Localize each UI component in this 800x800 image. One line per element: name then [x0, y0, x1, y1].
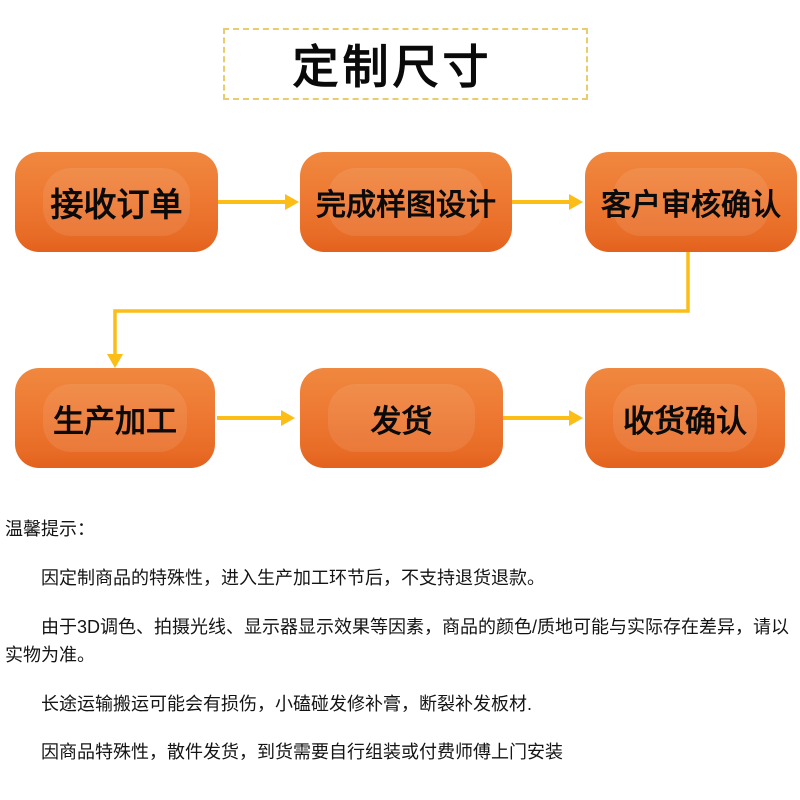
- page-title: 定制尺寸: [292, 41, 493, 93]
- tip-color-difference: 由于3D调色、拍摄光线、显示器显示效果等因素，商品的颜色/质地可能与实际存在差异…: [5, 616, 790, 665]
- elbow-connector-step3-step4: [113, 252, 690, 354]
- flow-step-receipt-confirm: 收货确认: [585, 368, 785, 468]
- tip-self-assembly: 因商品特殊性，散件发货，到货需要自行组装或付费师傅上门安装: [41, 742, 563, 763]
- arrow-head-step5-step6: [569, 410, 583, 426]
- arrow-head-step2-step3: [569, 194, 583, 210]
- arrow-head-step1-step2: [285, 194, 299, 210]
- tip-transport-damage: 长途运输搬运可能会有损伤，小磕碰发修补膏，断裂补发板材.: [41, 693, 532, 714]
- tip-no-returns: 因定制商品的特殊性，进入生产加工环节后，不支持退货退款。: [41, 567, 545, 588]
- arrow-head-step3-step4: [107, 354, 123, 368]
- flow-step-label: 客户审核确认: [601, 189, 781, 222]
- flow-step-label: 发货: [370, 403, 433, 439]
- flow-step-shipping: 发货: [300, 368, 503, 468]
- flow-step-customer-review: 客户审核确认: [585, 152, 797, 252]
- tips-section: 温馨提示： 因定制商品的特殊性，进入生产加工环节后，不支持退货退款。 由于3D调…: [5, 516, 797, 767]
- flow-step-label: 完成样图设计: [316, 189, 496, 222]
- flow-step-label: 收货确认: [623, 403, 747, 439]
- flow-step-production: 生产加工: [15, 368, 215, 468]
- flow-step-label: 接收订单: [50, 186, 183, 223]
- tips-heading: 温馨提示：: [5, 519, 95, 539]
- flow-step-label: 生产加工: [53, 403, 177, 439]
- flow-step-receive-order: 接收订单: [15, 152, 218, 252]
- title-banner: 定制尺寸: [223, 28, 588, 100]
- arrow-head-step4-step5: [281, 410, 295, 426]
- flow-step-sample-design: 完成样图设计: [300, 152, 512, 252]
